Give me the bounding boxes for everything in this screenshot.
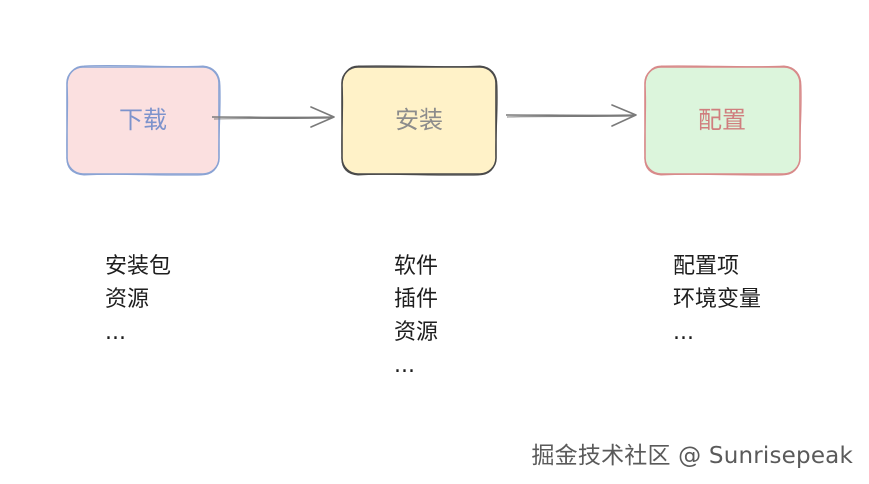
node-install-label: 安装 <box>395 106 443 134</box>
list-item: ... <box>673 320 694 345</box>
node-configure-label: 配置 <box>698 106 746 134</box>
node-download: 下载 <box>66 64 221 176</box>
node-configure-box-sketch <box>644 65 802 176</box>
list-item: 资源 <box>394 320 439 345</box>
edge-install-configure-line-sketch <box>506 115 634 118</box>
list-item: 配置项 <box>673 254 740 279</box>
install-items-list: 软件 插件 资源 ... <box>394 250 438 382</box>
list-item: ... <box>394 353 415 378</box>
node-download-box-sketch <box>66 64 221 176</box>
list-item: 环境变量 <box>673 287 762 312</box>
edge-download-install <box>211 106 335 128</box>
node-install: 安装 <box>341 65 498 176</box>
node-download-label: 下载 <box>119 106 167 134</box>
node-configure: 配置 <box>644 65 802 176</box>
watermark: 掘金技术社区 @ Sunrisepeak <box>531 443 853 469</box>
node-install-box-sketch <box>341 65 498 176</box>
arrowhead-1-icon <box>310 106 335 128</box>
list-item: 插件 <box>394 287 439 312</box>
list-item: 资源 <box>105 287 150 312</box>
list-item: 安装包 <box>105 254 172 279</box>
list-item: 软件 <box>394 254 439 279</box>
edge-install-configure <box>505 104 637 127</box>
configure-items-list: 配置项 环境变量 ... <box>673 250 761 349</box>
edge-download-install-line-sketch <box>213 117 333 120</box>
download-items-list: 安装包 资源 ... <box>105 250 171 349</box>
arrowhead-2-icon <box>611 104 637 127</box>
list-item: ... <box>105 320 126 345</box>
